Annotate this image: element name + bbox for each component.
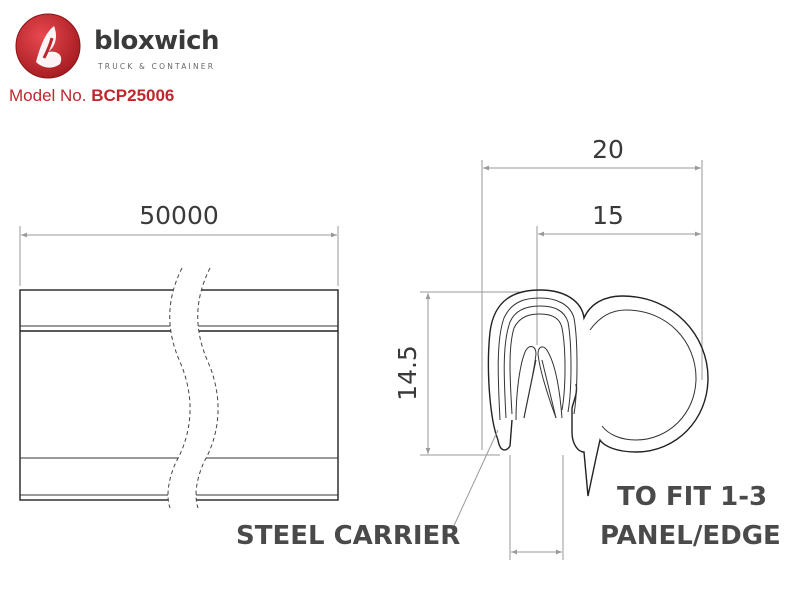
brand-logo: bloxwich TRUCK & CONTAINER — [14, 12, 234, 82]
model-number-line: Model No. BCP25006 — [9, 86, 174, 106]
outer-profile-lip — [497, 419, 513, 451]
panel-fit-label-line1: TO FIT 1-3 — [617, 482, 767, 512]
model-prefix: Model No. — [9, 86, 87, 105]
steel-carrier-label: STEEL CARRIER — [236, 521, 460, 551]
brand-name: bloxwich — [94, 26, 220, 56]
break-line-left — [167, 267, 191, 509]
length-dimension-label: 50000 — [139, 201, 219, 230]
steel-carrier-leader — [451, 429, 499, 531]
panel-fit-label-line2: PANEL/EDGE — [600, 521, 781, 551]
brand-tagline: TRUCK & CONTAINER — [98, 62, 216, 71]
clip-width-label: 15 — [592, 201, 624, 230]
outer-profile — [487, 289, 709, 497]
side-view: 50000 — [19, 201, 339, 509]
model-number: BCP25006 — [91, 86, 175, 105]
overall-width-label: 20 — [592, 135, 624, 164]
height-label: 14.5 — [393, 345, 422, 401]
bulb-inner — [589, 309, 697, 441]
logo-emblem-icon — [15, 13, 81, 79]
cross-section: 20 15 14.5 — [393, 135, 709, 560]
break-line-right — [195, 267, 219, 509]
